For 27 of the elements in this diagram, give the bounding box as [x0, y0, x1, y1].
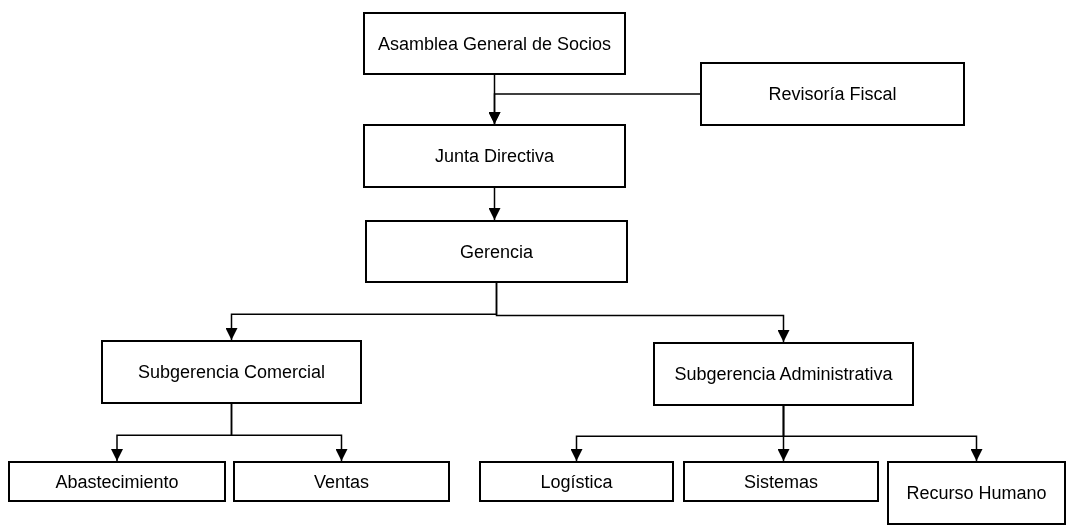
connector-arrow [782, 405, 983, 462]
org-box [700, 62, 965, 126]
box-label: Sistemas [743, 470, 819, 493]
org-box [363, 124, 626, 188]
org-box [365, 220, 628, 283]
box-label: Recurso Humano [905, 482, 1048, 504]
box-label: Junta Directiva [433, 145, 556, 167]
box-label: Logística [539, 470, 614, 493]
org-box [683, 461, 879, 502]
org-box [8, 461, 226, 502]
connector-arrow [230, 403, 348, 462]
box-label: Abastecimiento [54, 470, 180, 493]
connector-arrow [488, 187, 501, 221]
box-label: Gerencia [458, 240, 534, 263]
org-box [653, 342, 914, 406]
box-label: Asamblea General de Socios [376, 32, 613, 55]
box-label: Revisoría Fiscal [767, 83, 898, 105]
box-label: Ventas [312, 470, 370, 493]
org-box [887, 461, 1066, 525]
org-box [101, 340, 362, 404]
box-label: Subgerencia Comercial [136, 361, 327, 383]
box-label: Subgerencia Administrativa [673, 363, 894, 385]
org-box [233, 461, 450, 502]
connector-arrow [488, 93, 701, 125]
org-box [363, 12, 626, 75]
org-box [479, 461, 674, 502]
connector-arrow [495, 282, 790, 343]
